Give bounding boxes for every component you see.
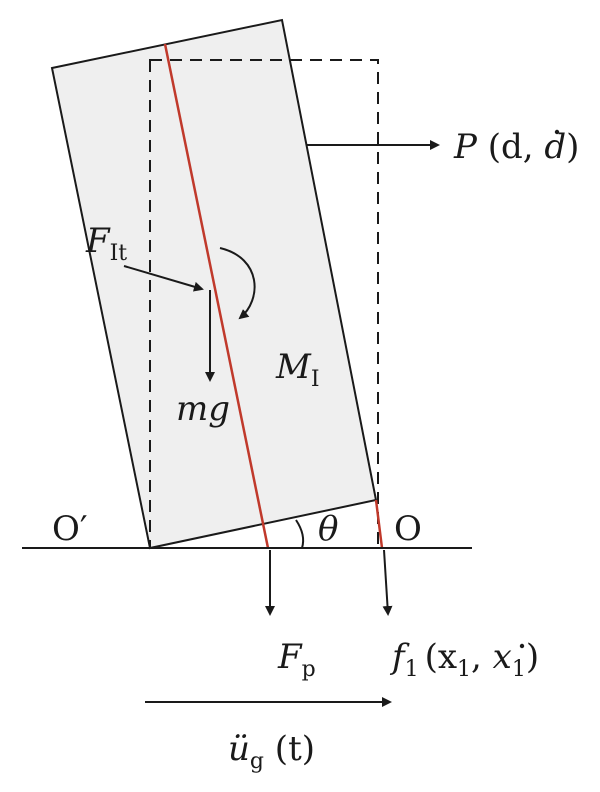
label-force-fp: Fp: [277, 637, 316, 682]
force-f1-arrow: [382, 549, 393, 616]
label-inertia-force: FIt: [85, 221, 127, 266]
label-weight: mg: [176, 389, 230, 429]
inertia-force-arrow: [123, 265, 204, 292]
label-force-f1: f1(x1, x1): [389, 637, 539, 682]
label-angle: θ: [318, 509, 338, 549]
xdot-mark: [519, 643, 525, 649]
label-pivot-left: O′: [52, 509, 88, 549]
label-mass: MI: [275, 347, 320, 392]
label-pivot-right: O: [394, 509, 422, 549]
edge-extension: [374, 499, 384, 549]
ddot-mark: [554, 129, 560, 135]
label-force-p: P (d, d): [453, 127, 579, 167]
rotation-arrow: [219, 247, 256, 320]
block-centerline: [163, 43, 270, 549]
angle-arc: [295, 519, 305, 549]
label-ground-accel: üg (t): [228, 729, 315, 774]
